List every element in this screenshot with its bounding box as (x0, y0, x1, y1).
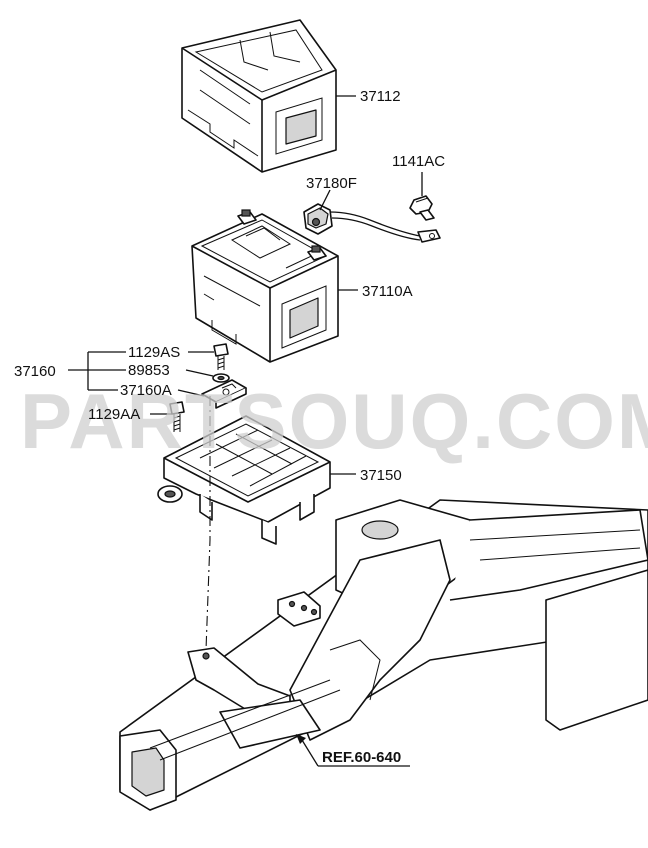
clamp-37160A[interactable] (201, 379, 247, 409)
label-37110A[interactable]: 37110A (362, 283, 413, 300)
label-1129AA[interactable]: 1129AA (88, 406, 140, 423)
battery-cable-37180F[interactable] (303, 203, 441, 243)
label-37150[interactable]: 37150 (360, 467, 402, 484)
reference-label[interactable]: REF.60-640 (322, 749, 401, 766)
chassis-member (119, 499, 648, 811)
label-37160[interactable]: 37160 (14, 363, 56, 380)
alignment-line (205, 396, 211, 651)
label-37180F[interactable]: 37180F (306, 175, 357, 192)
leader-lines (68, 95, 423, 767)
battery-tray-37150[interactable] (157, 415, 331, 545)
label-37160A[interactable]: 37160A (120, 382, 172, 399)
label-37112[interactable]: 37112 (360, 88, 401, 105)
label-1129AS[interactable]: 1129AS (128, 344, 180, 361)
label-1141AC[interactable]: 1141AC (392, 153, 445, 170)
nut-89853[interactable] (212, 373, 230, 383)
label-89853[interactable]: 89853 (128, 362, 170, 379)
bolt-1141AC[interactable] (409, 195, 435, 221)
bolt-1129AS[interactable] (213, 343, 229, 370)
bolt-1129AA[interactable] (169, 401, 185, 432)
watermark-text: PARTSOUQ.COM (20, 377, 648, 465)
battery-37110A[interactable] (191, 209, 339, 363)
battery-cover-37112[interactable] (181, 19, 337, 173)
